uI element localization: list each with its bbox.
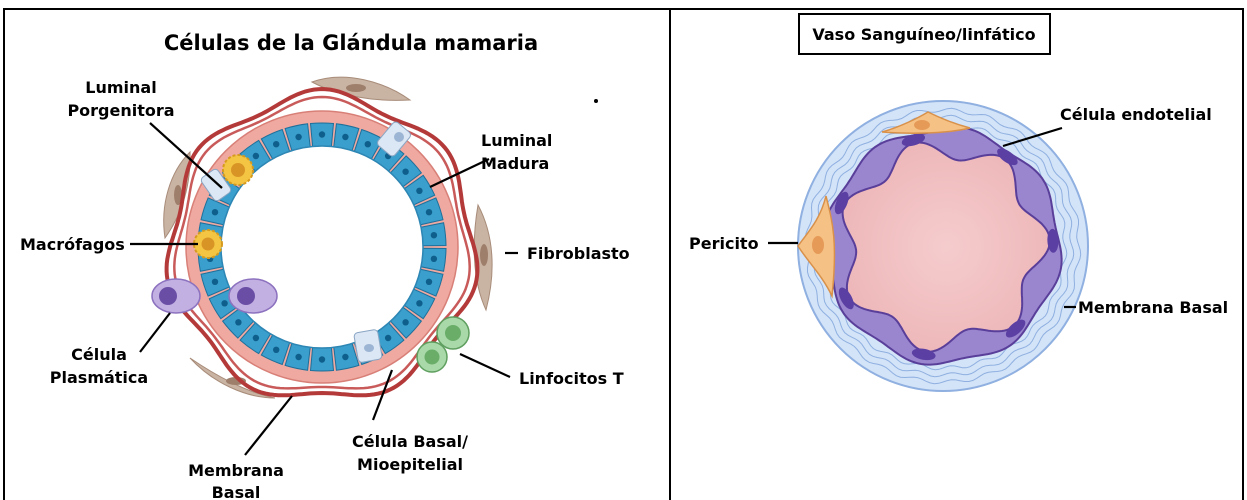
- label-luminal-progenitor-line2: Porgenitora: [67, 101, 174, 120]
- luminal-nucleus: [221, 300, 227, 306]
- label-fibroblast: Fibroblasto: [527, 244, 630, 263]
- label-pericyte: Pericito: [689, 234, 759, 253]
- vessel-title: Vaso Sanguíneo/linfático: [812, 25, 1035, 44]
- label-basal-cell-line1: Célula Basal/: [352, 432, 468, 451]
- luminal-nucleus: [426, 209, 432, 215]
- luminal-nucleus: [295, 354, 301, 360]
- luminal-nucleus: [319, 131, 325, 137]
- luminal-nucleus: [431, 256, 437, 262]
- luminal-nucleus: [342, 354, 348, 360]
- luminal-nucleus: [416, 300, 422, 306]
- luminal-nucleus: [253, 335, 259, 341]
- label-luminal-mature-line2: Madura: [481, 154, 549, 173]
- luminal-nucleus: [253, 153, 259, 159]
- label-basement-membrane-line2: Basal: [212, 483, 261, 500]
- label-luminal-progenitor-line1: Luminal: [85, 78, 156, 97]
- luminal-nucleus: [212, 209, 218, 215]
- luminal-nucleus: [426, 279, 432, 285]
- gland-title: Células de la Glándula mamaria: [164, 31, 538, 55]
- stray-dot: [594, 99, 598, 103]
- label-luminal-mature-line1: Luminal: [481, 131, 552, 150]
- luminal-nucleus: [402, 169, 408, 175]
- label-vessel-basement-membrane: Membrana Basal: [1078, 298, 1228, 317]
- label-basement-membrane-line1: Membrana: [188, 461, 284, 480]
- luminal-nucleus: [431, 232, 437, 238]
- luminal-nucleus: [212, 279, 218, 285]
- luminal-nucleus: [385, 335, 391, 341]
- label-t-lymphocytes: Linfocitos T: [519, 369, 624, 388]
- label-plasma-cell-line1: Célula: [71, 345, 127, 364]
- luminal-nucleus: [342, 134, 348, 140]
- luminal-nucleus: [319, 356, 325, 362]
- luminal-nucleus: [416, 188, 422, 194]
- label-plasma-cell-line2: Plasmática: [50, 368, 148, 387]
- luminal-nucleus: [273, 347, 279, 353]
- luminal-nucleus: [235, 319, 241, 325]
- luminal-nucleus: [295, 134, 301, 140]
- label-macrophages: Macrófagos: [20, 235, 125, 254]
- label-basal-cell-line2: Mioepitelial: [357, 455, 463, 474]
- luminal-nucleus: [402, 319, 408, 325]
- luminal-nucleus: [273, 141, 279, 147]
- luminal-nucleus: [365, 141, 371, 147]
- label-endothelial-cell: Célula endotelial: [1060, 105, 1212, 124]
